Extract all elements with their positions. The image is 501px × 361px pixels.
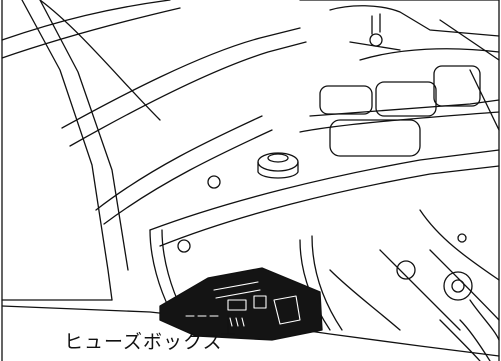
bolts — [177, 175, 473, 301]
callout-leader — [221, 315, 235, 335]
strut-brace — [39, 0, 500, 247]
engine-blocks — [299, 0, 500, 157]
connector-top — [349, 13, 401, 51]
fuse-box — [159, 267, 323, 341]
reservoir-cap — [257, 152, 299, 179]
fuse-box-slots — [185, 281, 301, 327]
fuse-box-label: ヒューズボックス — [64, 331, 223, 353]
